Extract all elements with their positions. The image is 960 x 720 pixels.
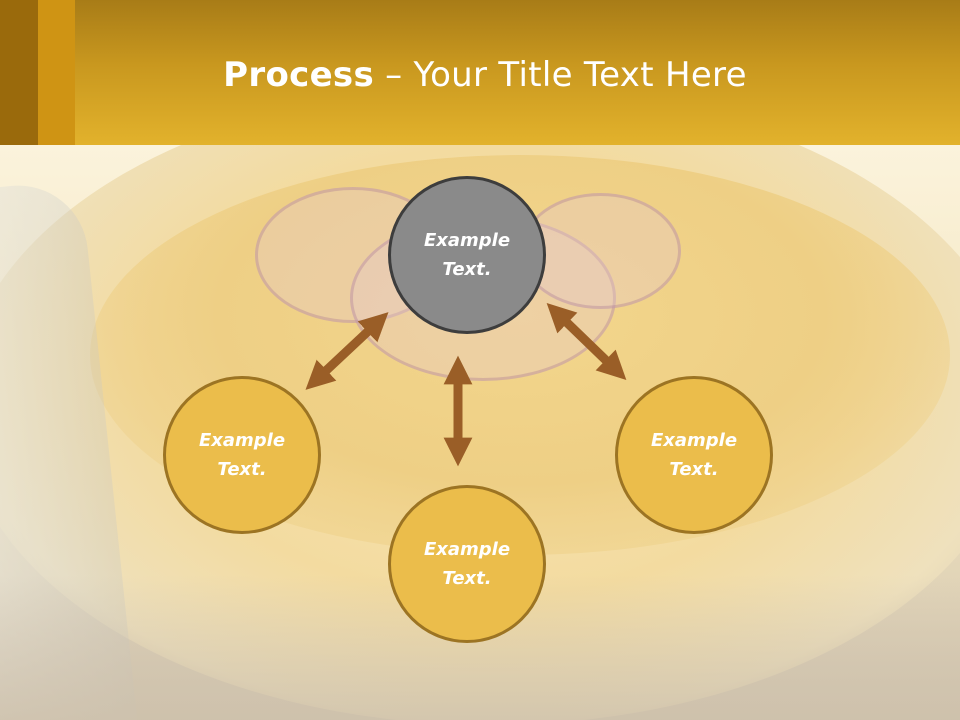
center-node[interactable]: Example Text. [388,176,546,334]
right-node[interactable]: Example Text. [615,376,773,534]
left-node-text: Example Text. [198,430,286,480]
title-rest: – Your Title Text Here [374,55,747,95]
center-node-text: Example Text. [423,230,511,280]
title-bold: Process [223,55,375,95]
left-node[interactable]: Example Text. [163,376,321,534]
arrow-center-right [546,302,627,381]
slide-title[interactable]: Process – Your Title Text Here [75,50,895,100]
bottom-node-text: Example Text. [423,539,511,589]
right-node-text: Example Text. [650,430,738,480]
title-bar: Process – Your Title Text Here [0,0,960,145]
bottom-node[interactable]: Example Text. [388,485,546,643]
accent-stripe-light [38,0,75,145]
arrow-center-left [305,312,389,390]
accent-stripe-dark [0,0,38,145]
